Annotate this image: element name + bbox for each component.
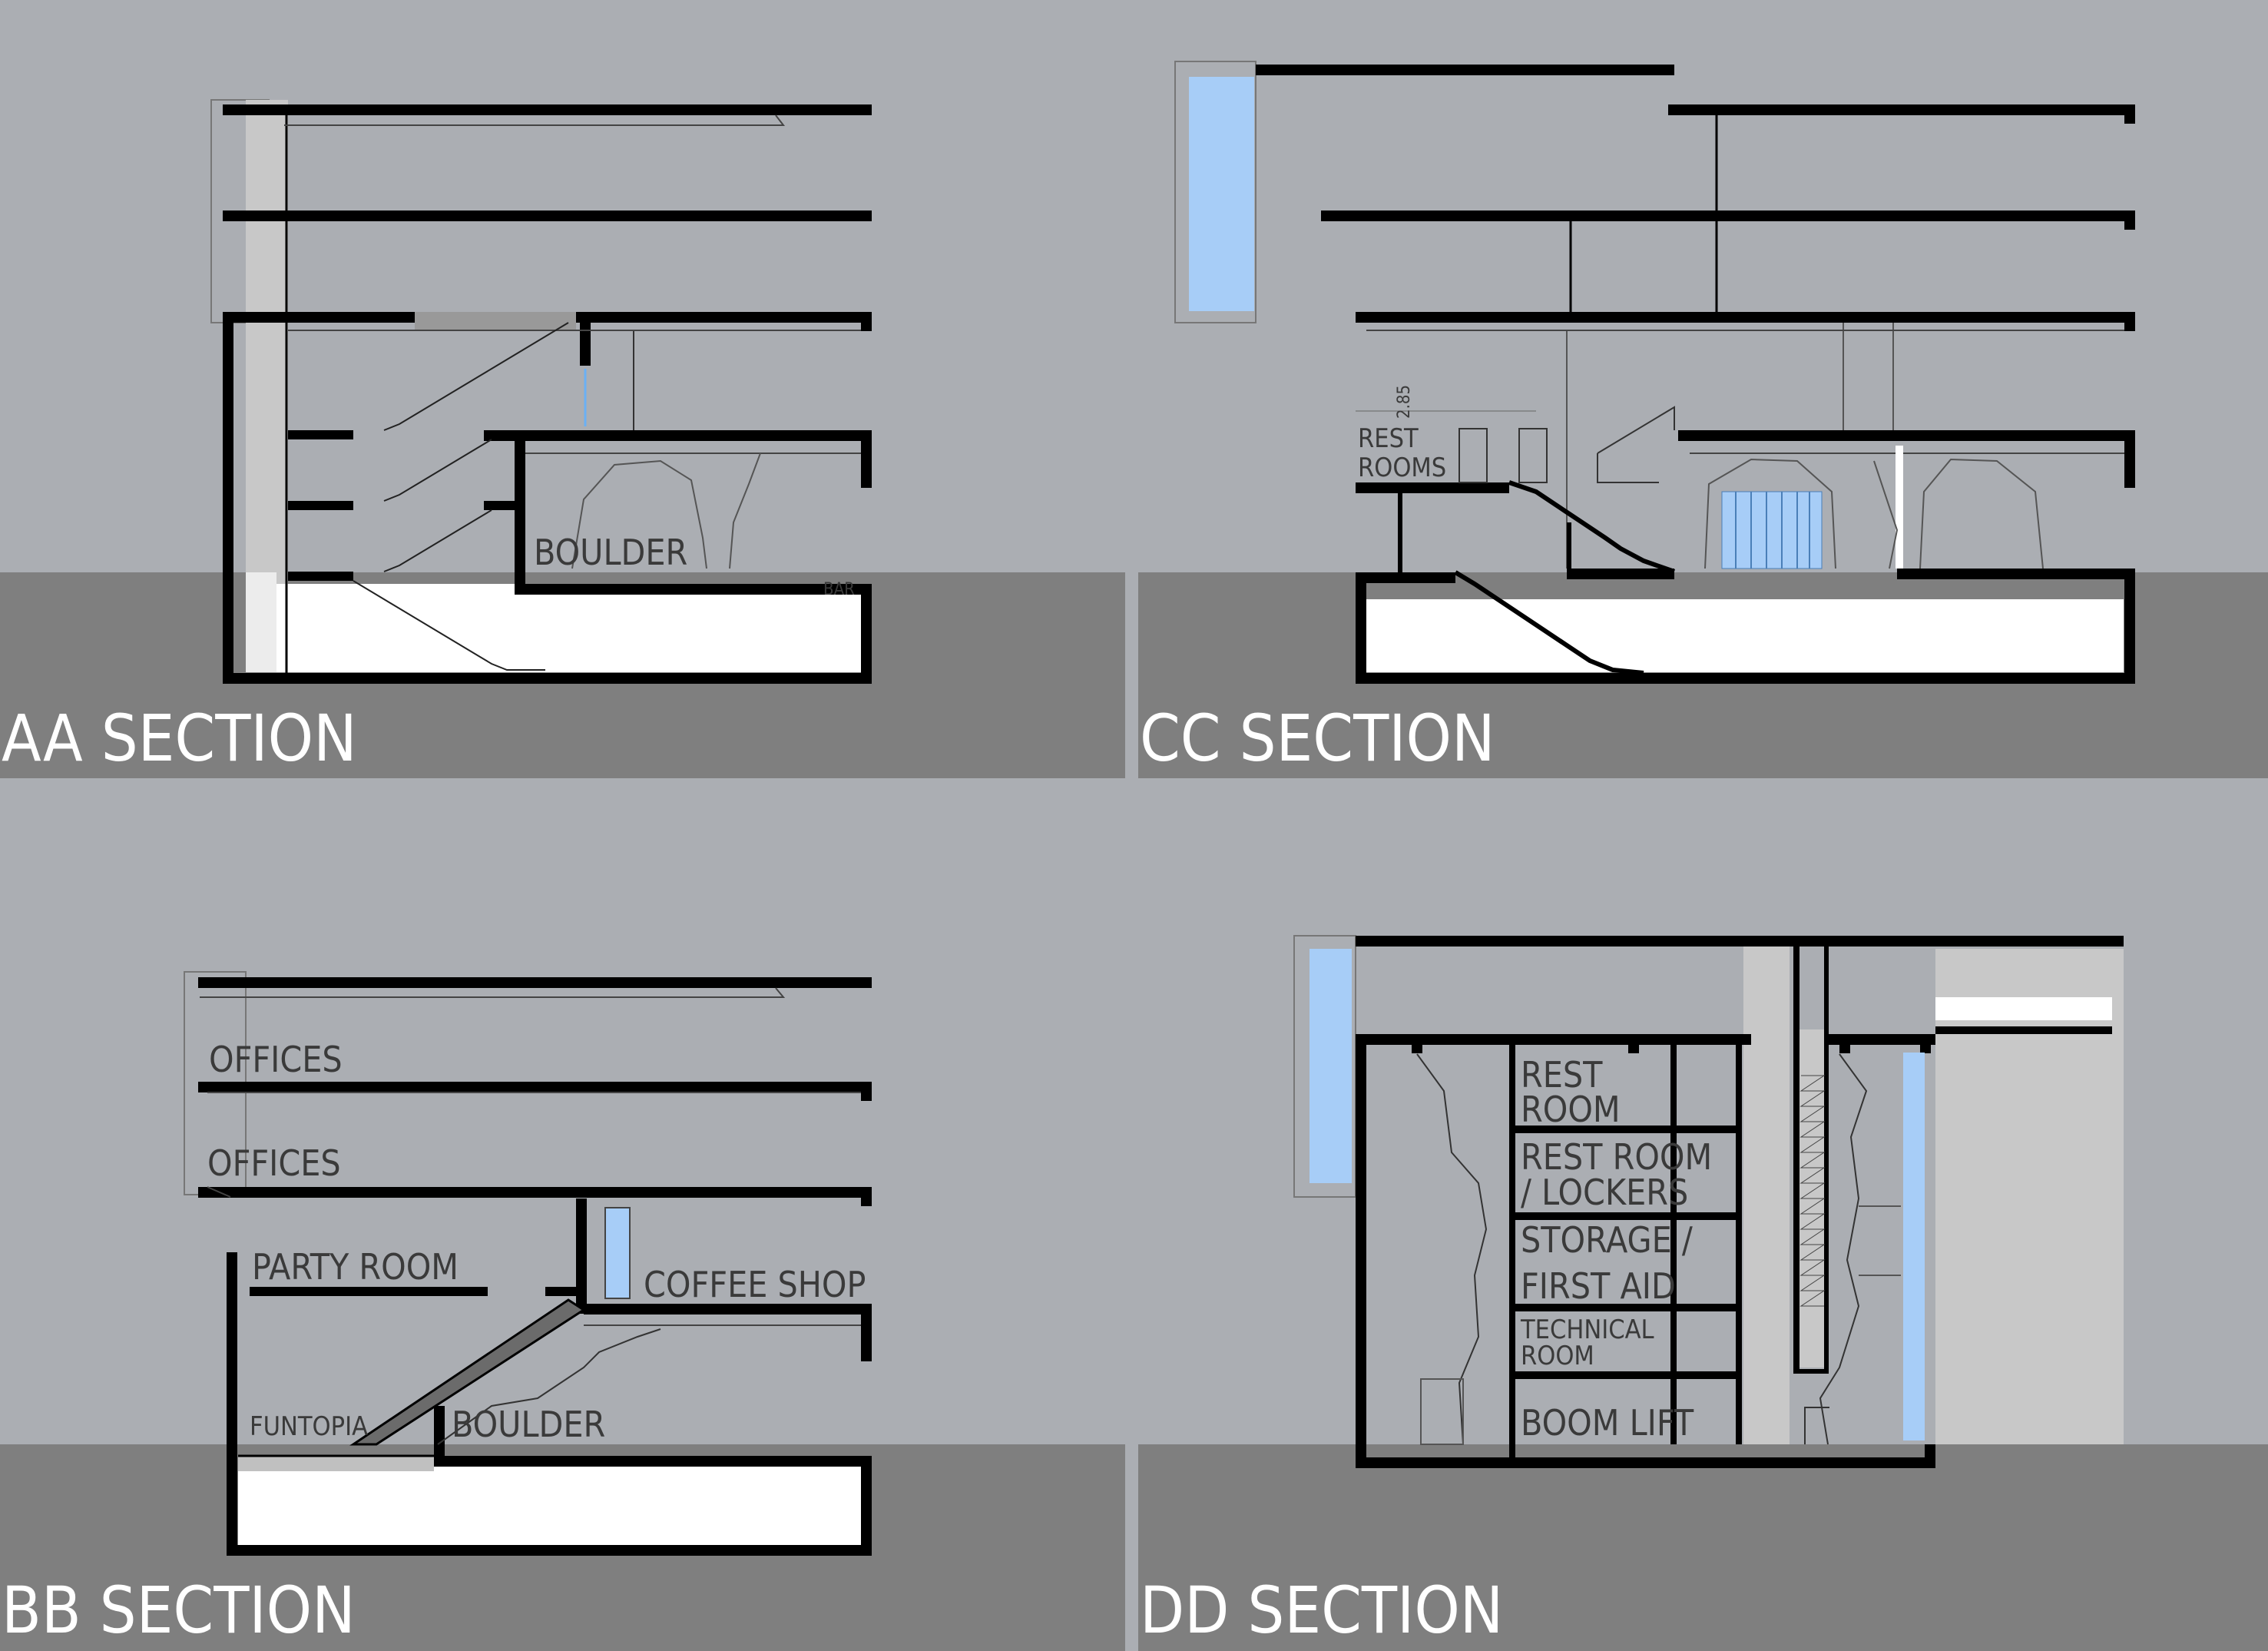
aa-boulder-label: BOULDER [534,532,687,573]
dd-rest-room-label-2: ROOM [1521,1089,1621,1130]
dd-rest-room-label-1: REST [1521,1054,1603,1096]
dd-storage-label-1: STORAGE / [1521,1219,1693,1261]
aa-section: BOULDER BAR AA SECTION [2,99,872,776]
dd-technical-label-2: ROOM [1521,1341,1594,1371]
bb-offices-top-label: OFFICES [209,1039,343,1080]
bb-coffee-shop-label: COFFEE SHOP [644,1264,866,1305]
dd-technical-label-1: TECHNICAL [1520,1315,1654,1345]
aa-section-title: AA SECTION [2,701,357,776]
cc-glass-panel [1189,77,1254,311]
cc-rooms-label: ROOMS [1358,453,1446,483]
dd-section: REST ROOM REST ROOM / LOCKERS STORAGE / … [1140,935,2124,1648]
bb-offices-bottom-label: OFFICES [207,1142,341,1184]
bb-boulder-label: BOULDER [452,1404,605,1445]
dd-section-title: DD SECTION [1140,1573,1503,1648]
dd-ground [1138,1444,2268,1651]
dd-glass-panel-left [1309,949,1352,1183]
bb-section: OFFICES OFFICES PARTY ROOM COFFEE SHOP F… [2,971,872,1648]
dd-lockers-label-1: REST ROOM [1521,1136,1712,1178]
dd-storage-label-2: FIRST AID [1521,1265,1676,1307]
cc-section: REST ROOMS 2.85 CC SECTION [1140,61,2135,776]
cc-rest-label: REST [1358,423,1419,454]
bb-party-room-label: PARTY ROOM [252,1246,459,1288]
cc-section-title: CC SECTION [1140,701,1495,776]
bb-section-title: BB SECTION [2,1573,356,1648]
aa-bar-label: BAR [823,580,855,599]
dd-boom-lift-label: BOOM LIFT [1521,1402,1694,1444]
bb-funtopia-label: FUNTOPIA [250,1411,368,1442]
cc-dimension-label: 2.85 [1395,385,1414,419]
dd-lockers-label-2: / LOCKERS [1521,1172,1688,1213]
